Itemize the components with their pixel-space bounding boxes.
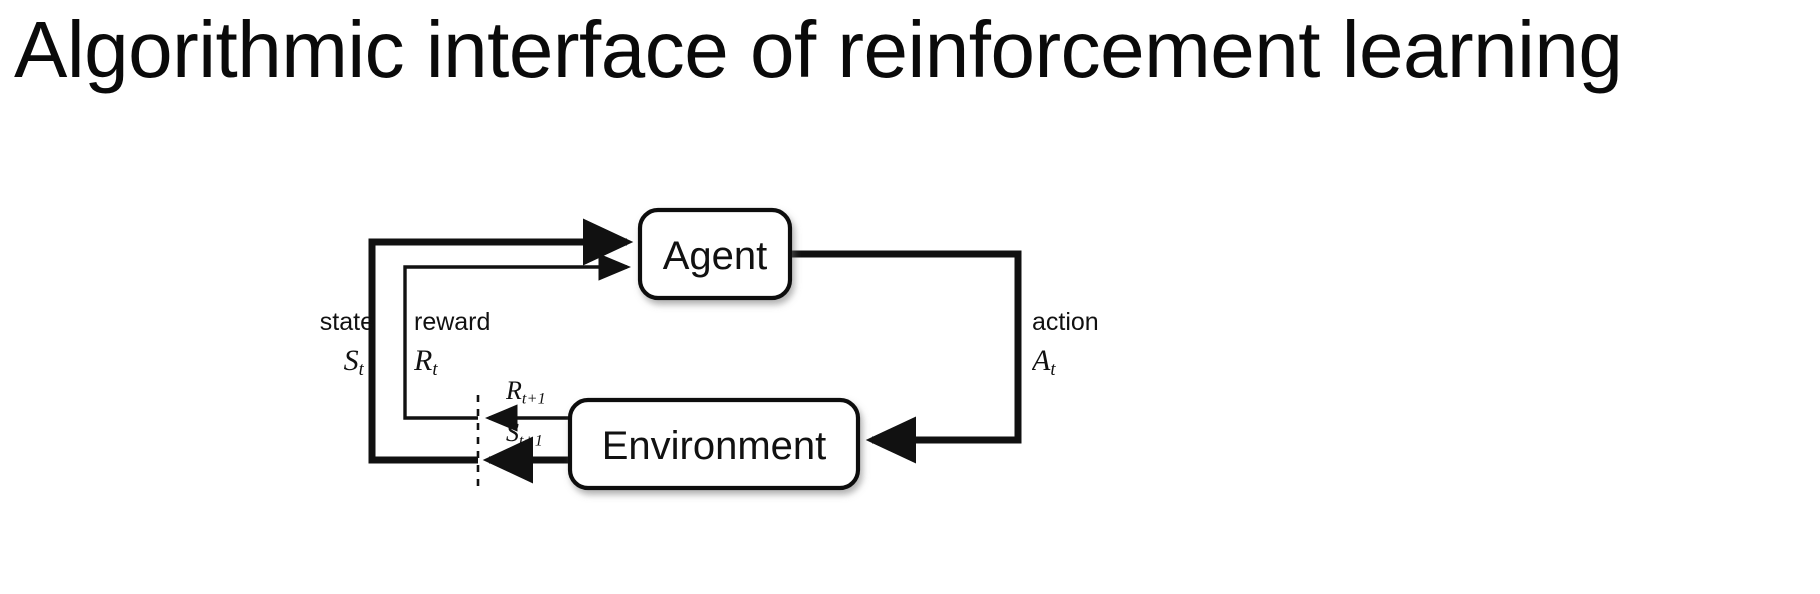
state-label-symbol: St <box>288 346 364 380</box>
next-state-symbol-base: S <box>506 420 519 447</box>
state-label-group: state St <box>288 310 374 380</box>
next-reward-symbol: Rt+1 <box>506 378 592 408</box>
agent-node-label: Agent <box>662 236 768 278</box>
state-symbol-subscript: t <box>358 359 364 381</box>
action-symbol-subscript: t <box>1050 359 1056 381</box>
edge-reward-loop <box>403 253 632 420</box>
rl-interaction-diagram: Agent Environment state St reward R <box>0 150 1820 590</box>
reward-symbol-subscript: t <box>432 359 438 381</box>
next-state-label-group: St+1 <box>506 420 592 450</box>
environment-node[interactable]: Environment <box>567 397 861 491</box>
next-state-symbol-subscript: t+1 <box>519 432 544 450</box>
reward-label-group: reward Rt <box>414 310 500 380</box>
action-label-group: action At <box>1032 310 1118 380</box>
agent-node[interactable]: Agent <box>637 207 793 301</box>
next-reward-label-group: Rt+1 <box>506 378 592 408</box>
page-title: Algorithmic interface of reinforcement l… <box>14 5 1623 94</box>
state-label-word: state <box>319 310 374 336</box>
state-symbol-base: S <box>343 346 359 377</box>
next-state-symbol: St+1 <box>506 420 592 450</box>
next-reward-symbol-base: R <box>506 378 522 405</box>
reward-label-symbol: Rt <box>414 346 500 380</box>
reward-symbol-base: R <box>414 346 433 377</box>
next-reward-symbol-subscript: t+1 <box>521 390 546 408</box>
edge-state-loop <box>368 218 634 464</box>
edge-action-loop <box>790 250 1022 464</box>
action-label-symbol: At <box>1032 346 1118 380</box>
environment-node-label: Environment <box>601 426 827 468</box>
reward-label-word: reward <box>414 310 491 336</box>
action-label-word: action <box>1032 310 1099 336</box>
action-symbol-base: A <box>1032 346 1051 377</box>
